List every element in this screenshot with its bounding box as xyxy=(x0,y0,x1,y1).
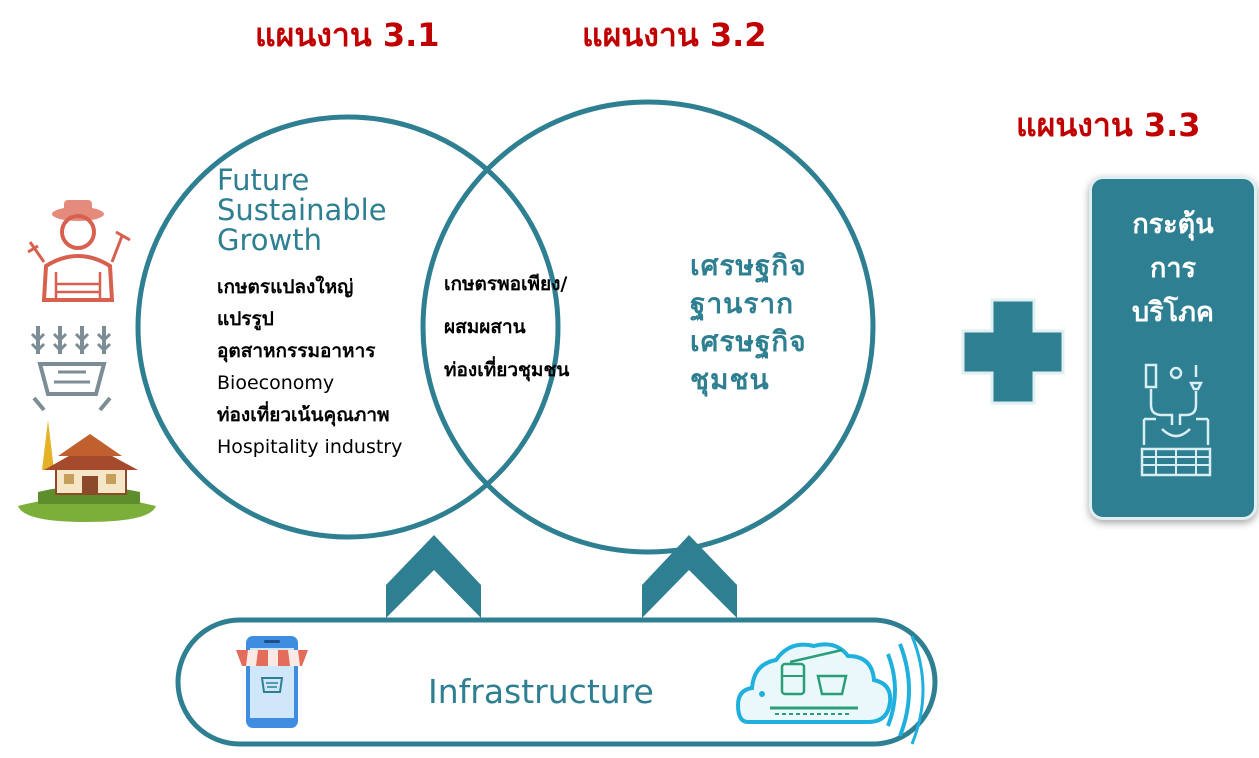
plus-icon xyxy=(961,298,1065,405)
consumption-line: การ xyxy=(1149,253,1196,284)
left-circle xyxy=(135,114,561,540)
left-circle-list: เกษตรแปลงใหญ่ แปรรูป อุตสาหกรรมอาหาร Bio… xyxy=(217,271,402,463)
list-item: ท่องเที่ยวเน้นคุณภาพ xyxy=(217,404,390,426)
infrastructure-label: Infrastructure xyxy=(428,672,654,711)
list-item: เศรษฐกิจ xyxy=(690,325,807,358)
title-line: Growth xyxy=(217,223,322,257)
list-item: แปรรูป xyxy=(217,308,274,330)
right-up-arrow-icon xyxy=(642,535,737,618)
infrastructure-pill xyxy=(175,617,938,747)
list-item: ชุมชน xyxy=(690,363,770,396)
list-item: เกษตรพอเพียง/ xyxy=(444,273,568,295)
list-item: เกษตรแปลงใหญ่ xyxy=(217,276,354,298)
left-circle-title: Future Sustainable Growth xyxy=(217,165,387,255)
plan-3-3-label: แผนงาน 3.3 xyxy=(1016,106,1201,144)
cloud-transport-icon xyxy=(735,635,925,745)
consumption-line: กระตุ้น xyxy=(1132,209,1214,240)
right-circle xyxy=(420,99,876,555)
temple-icon xyxy=(18,420,156,522)
consumption-box: กระตุ้น การ บริโภค xyxy=(1089,176,1257,520)
list-item: ฐานราก xyxy=(690,287,795,320)
consumption-text: กระตุ้น การ บริโภค xyxy=(1092,203,1254,335)
list-item: Bioeconomy xyxy=(217,372,335,394)
left-up-arrow-icon xyxy=(386,535,481,618)
plan-3-2-label: แผนงาน 3.2 xyxy=(582,16,767,54)
farmer-icon xyxy=(27,200,131,302)
list-item: ผสมผสาน xyxy=(444,316,526,338)
plan-3-1-label: แผนงาน 3.1 xyxy=(255,16,440,54)
title-line: Future xyxy=(217,163,310,197)
list-item: เศรษฐกิจ xyxy=(690,249,807,282)
title-line: Sustainable xyxy=(217,193,387,227)
right-circle-list: เศรษฐกิจ ฐานราก เศรษฐกิจ ชุมชน xyxy=(690,247,807,399)
mobile-shop-icon xyxy=(236,636,308,728)
crop-field-icon xyxy=(30,326,112,412)
list-item: อุตสาหกรรมอาหาร xyxy=(217,340,376,362)
list-item: ท่องเที่ยวชุมชน xyxy=(444,359,570,381)
list-item: Hospitality industry xyxy=(217,436,403,458)
factory-machine-icon xyxy=(1140,363,1212,477)
consumption-line: บริโภค xyxy=(1131,297,1214,328)
overlap-list: เกษตรพอเพียง/ ผสมผสาน ท่องเที่ยวชุมชน xyxy=(444,263,569,392)
